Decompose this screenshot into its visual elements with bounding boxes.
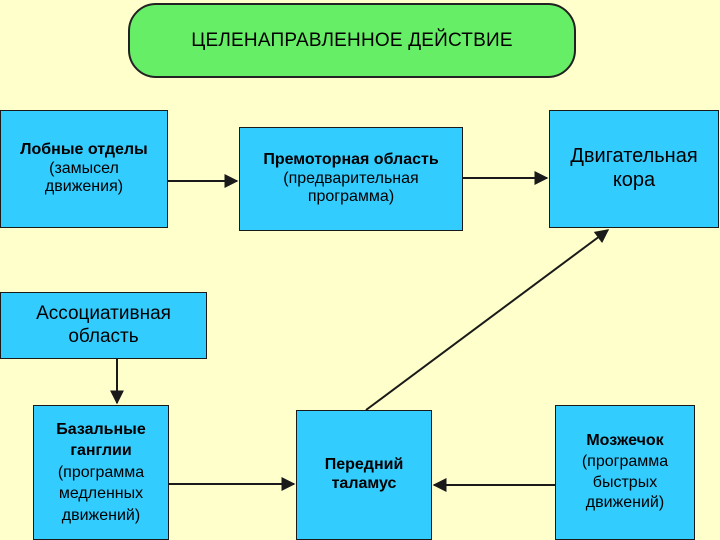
frontal-lobes-label: Лобные отделы [20, 140, 148, 158]
frontal-lobes-note-1: (замысел [49, 159, 119, 177]
basal-ganglia-label-2: ганглии [70, 442, 132, 460]
title-box: ЦЕЛЕНАПРАВЛЕННОЕ ДЕЙСТВИЕ [128, 3, 576, 78]
anterior-thalamus-label-2: таламус [331, 475, 397, 492]
frontal-lobes-note-2: движения) [44, 178, 124, 196]
cerebellum-label: Мозжечок [586, 431, 664, 449]
associative-area-label-2: область [68, 325, 139, 347]
cerebellum-note-2: быстрых [592, 473, 658, 491]
cerebellum-box: Мозжечок (программа быстрых движений) [555, 405, 695, 540]
anterior-thalamus-label-1: Передний [324, 456, 404, 474]
basal-ganglia-label-1: Базальные [56, 420, 146, 438]
premotor-area-label: Премоторная область [263, 150, 439, 168]
basal-ganglia-note-1: (программа [57, 463, 145, 481]
basal-ganglia-box: Базальные ганглии (программа медленных д… [33, 405, 169, 540]
cerebellum-note-3: движений) [585, 494, 665, 512]
arrow-thalamus-to-motor [365, 229, 610, 411]
premotor-area-box: Премоторная область (предварительная про… [239, 127, 463, 231]
anterior-thalamus-box: Передний таламус [296, 410, 432, 540]
associative-area-label-1: Ассоциативная [36, 303, 171, 325]
frontal-lobes-box: Лобные отделы (замысел движения) [0, 110, 168, 228]
motor-cortex-label-1: Двигательная [570, 145, 698, 168]
premotor-area-note-1: (предварительная [283, 169, 419, 187]
diagram-title: ЦЕЛЕНАПРАВЛЕННОЕ ДЕЙСТВИЕ [191, 29, 513, 51]
associative-area-box: Ассоциативная область [0, 292, 207, 359]
cerebellum-note-1: (программа [581, 452, 669, 470]
basal-ganglia-note-3: движений) [61, 506, 141, 524]
motor-cortex-label-2: кора [612, 169, 656, 191]
premotor-area-note-2: программа) [307, 188, 395, 206]
motor-cortex-box: Двигательная кора [549, 110, 719, 228]
basal-ganglia-note-2: медленных [58, 485, 144, 503]
